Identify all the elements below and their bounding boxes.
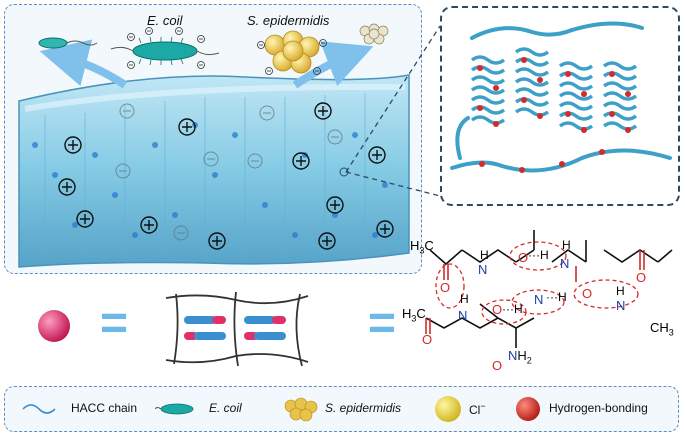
positive-charge-signs: [62, 106, 390, 246]
beta-strands: [184, 316, 286, 340]
equals-sign-2: =: [368, 297, 397, 350]
negative-charge-signs: [119, 110, 339, 234]
small-cluster-icon: [359, 23, 389, 45]
hbond-3: ···H: [502, 302, 523, 316]
legend-sepidermidis-label: S. epidermidis: [325, 401, 402, 415]
hbond-ellipses: [435, 241, 639, 325]
legend-sepidermidis-icon: [284, 397, 318, 422]
chemical-bonds: [425, 230, 673, 348]
hydrogen-atom-4: H: [616, 284, 625, 298]
hacc-chain-icon: [22, 404, 56, 414]
ch3-group-right: CH3: [650, 320, 674, 338]
oxygen-atom-3: O: [582, 286, 593, 301]
legend-hbond-icon: [516, 397, 540, 421]
equals-sign-1: =: [100, 297, 129, 350]
ecoli-label: E. coil: [147, 13, 183, 28]
protein-structure-illustration: [450, 21, 672, 173]
helix-group: [470, 47, 638, 131]
hbond-1: ···H: [528, 248, 549, 262]
legend-ecoli-label: E. coil: [209, 401, 242, 415]
nitrogen-atom-5: N: [458, 308, 468, 323]
hydrogen-atom-2: H: [562, 238, 571, 252]
oxygen-atom-2: O: [518, 250, 529, 265]
oxygen-atom-5: O: [422, 332, 433, 347]
oxygen-atom-7: O: [492, 358, 503, 373]
h3c-group-upper: H3C: [410, 238, 434, 256]
legend-hbond-label: Hydrogen-bonding: [549, 401, 648, 415]
gel-block: [18, 74, 410, 268]
nitrogen-atom-1: N: [478, 262, 488, 277]
nitrogen-atom-4: N: [616, 298, 626, 313]
protein-zoom-panel: [440, 6, 680, 206]
sepidermidis-label: S. epidermidis: [247, 13, 330, 28]
legend-bar: HACC chain E. coil S. epidermidis Cl−: [4, 386, 679, 432]
sepidermidis-cluster-icon: [257, 30, 327, 75]
legend-chloride-icon: [435, 396, 461, 422]
nitrogen-atom-3: N: [534, 292, 544, 307]
nh2-group: NH2: [508, 348, 532, 366]
oxygen-atom-6: O: [492, 302, 503, 317]
oxygen-atom-4: O: [636, 270, 647, 285]
h3c-group-lower: H3C: [402, 306, 426, 324]
legend-chloride-label: Cl−: [469, 401, 486, 417]
small-bacterium-icon: [38, 37, 98, 49]
hydrogel-illustration: [18, 23, 410, 268]
crosslink-network-diagram: [165, 291, 309, 367]
chemical-structure: H3C N H O O ···H N H N ···H O N H O CH3 …: [396, 226, 685, 376]
positive-charges: [58, 102, 394, 250]
pink-sphere-icon: [38, 310, 70, 342]
release-arrow-left: [39, 39, 128, 89]
hydrogen-atom-5: H: [460, 292, 469, 306]
oxygen-atom-1: O: [440, 280, 451, 295]
hydrogen-atom-1: H: [480, 248, 489, 262]
hydrogel-panel: E. coil S. epidermidis: [4, 4, 422, 274]
negative-charges: [115, 103, 343, 241]
ecoli-bacterium-icon: [110, 27, 220, 69]
legend-hacc-label: HACC chain: [71, 401, 138, 415]
nitrogen-atom-2: N: [560, 256, 570, 271]
hbond-2: ···H: [546, 290, 567, 304]
red-hbond-beads: [477, 57, 631, 173]
legend-ecoli-icon: [155, 403, 194, 415]
